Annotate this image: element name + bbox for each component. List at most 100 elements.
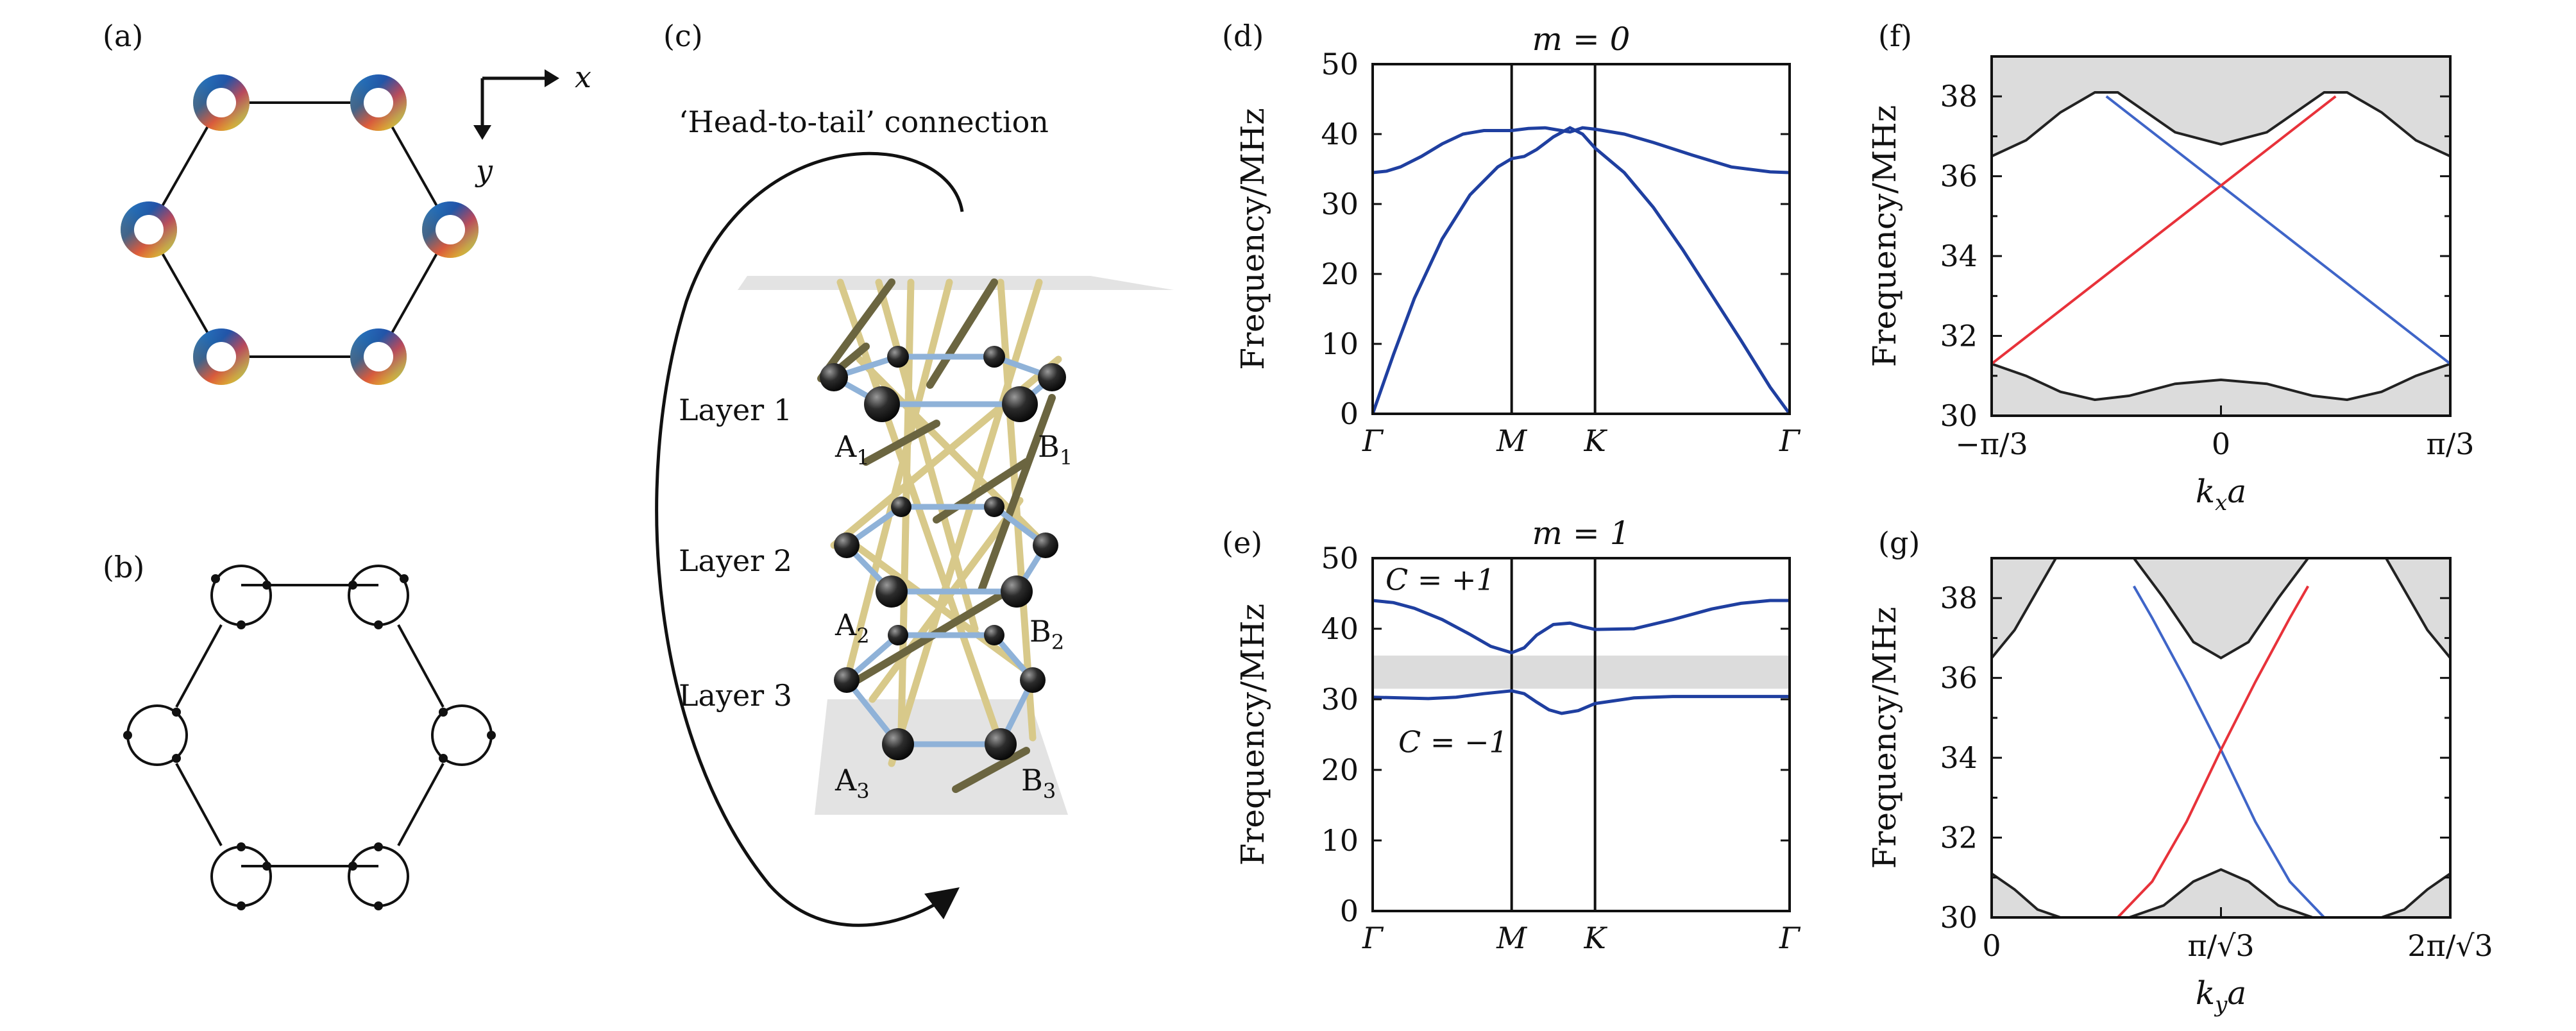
coupler-dots-b: [123, 574, 496, 910]
band-line-1: [1372, 599, 1790, 655]
site-label-b1: B1: [1038, 429, 1072, 470]
y-axis-label-a: y: [475, 153, 493, 188]
y-tick-label: 38: [1940, 79, 1978, 114]
y-tick-label: 32: [1940, 319, 1978, 354]
band-line-2: [1371, 126, 1792, 415]
band-line-1: [1372, 126, 1790, 175]
hexagon-lattice-a: [148, 101, 452, 358]
x-tick-label: Γ: [1362, 423, 1384, 458]
x-tick-label: M: [1496, 423, 1528, 458]
x-tick-label: π/√3: [2187, 928, 2254, 963]
lower-bulk-region: [1992, 364, 2450, 416]
top-plane: [738, 276, 1174, 290]
x-tick-label: π/3: [2427, 427, 2475, 461]
layer-label-2: Layer 2: [679, 543, 792, 578]
y-tick-label: 32: [1940, 821, 1978, 855]
layer-label-3: Layer 3: [679, 678, 792, 713]
edge-state-red: [2117, 585, 2310, 919]
y-axis-label: Frequency/MHz: [1866, 105, 1903, 367]
x-tick-label: Γ: [1362, 921, 1384, 955]
panel-label-d: (d): [1222, 19, 1264, 53]
x-tick-label: K: [1583, 921, 1607, 955]
y-tick-label: 20: [1321, 753, 1359, 787]
panel-label-a: (a): [103, 19, 143, 53]
y-tick-label: 38: [1940, 581, 1978, 615]
y-tick-label: 10: [1321, 327, 1359, 361]
edge-state-red: [1990, 95, 2337, 365]
bottom-plane: [815, 699, 1068, 815]
upper-bulk-region: [1992, 56, 2450, 157]
y-tick-label: 30: [1940, 398, 1978, 433]
ring-site: [121, 201, 177, 258]
ring-site: [193, 328, 250, 385]
y-tick-label: 0: [1340, 894, 1359, 928]
upper-bulk-region: [1992, 558, 2450, 658]
panel-label-b: (b): [103, 550, 144, 584]
ring-site: [422, 201, 479, 258]
y-axis-label: Frequency/MHz: [1234, 604, 1271, 865]
y-tick-label: 34: [1940, 239, 1978, 273]
coupler-rings-b: [126, 565, 493, 907]
x-tick-label: −π/3: [1955, 427, 2028, 461]
x-axis-label: kya: [2196, 975, 2246, 1018]
panel-label-c: (c): [663, 19, 703, 53]
site-label-b2: B2: [1030, 614, 1064, 654]
ring-sites-a: [121, 74, 479, 385]
y-tick-label: 30: [1940, 900, 1978, 935]
x-tick-label: Γ: [1779, 921, 1801, 955]
panel-label-e: (e): [1222, 525, 1262, 560]
upper-bulk-edge: [1991, 91, 2451, 158]
y-tick-label: 30: [1321, 187, 1359, 221]
plot-frame: [1371, 63, 1791, 415]
chart-e: 0 10 20 30 40 50Γ M K Γm = 1 Frequency/MHz C = +1 C…: [1234, 515, 1801, 955]
y-tick-label: 40: [1321, 117, 1359, 151]
chart-d: 0 10 20 30 40 50Γ M K Γm = 0 Frequency/MHz: [1234, 21, 1801, 458]
x-tick-label: Γ: [1779, 423, 1801, 458]
chart-title: m = 0: [1532, 21, 1631, 58]
x-tick-label: M: [1496, 921, 1528, 955]
chart-title: m = 1: [1532, 515, 1631, 552]
axis-arrows-a: [473, 69, 559, 140]
x-axis-label-a: x: [575, 60, 591, 94]
x-tick-label: 0: [2212, 427, 2230, 461]
hexagon-lattice-b: [175, 584, 445, 867]
y-tick-label: 50: [1321, 541, 1359, 575]
y-tick-label: 50: [1321, 47, 1359, 81]
panel-c: (c) ‘Head-to-tail’ connection: [655, 19, 1174, 927]
chern-label-lower: C = −1: [1398, 725, 1508, 760]
panel-a: (a) x y: [103, 19, 591, 385]
band-gap: [1373, 655, 1790, 689]
site-label-a3: A3: [835, 763, 870, 803]
panel-label-g: (g): [1878, 525, 1920, 560]
edge-state-blue: [2105, 95, 2452, 365]
y-tick-label: 36: [1940, 159, 1978, 194]
site-label-b3: B3: [1021, 763, 1056, 803]
y-axis-label: Frequency/MHz: [1866, 607, 1903, 869]
ring-site: [193, 74, 250, 131]
site-label-a1: A1: [835, 429, 870, 470]
lower-bulk-edge: [1991, 362, 2451, 402]
y-tick-label: 34: [1940, 740, 1978, 775]
lower-bulk-edge: [1990, 868, 2452, 919]
chart-f: 30 32 34 36 38 −π/3 0 π/3 Frequency/MHz kxa: [1866, 55, 2475, 516]
sphere-sites: [820, 346, 1066, 760]
y-tick-label: 40: [1321, 611, 1359, 646]
panel-b: (b): [103, 550, 496, 910]
ring-site: [350, 328, 407, 385]
y-tick-label: 30: [1321, 682, 1359, 717]
y-tick-label: 20: [1321, 257, 1359, 291]
panel-label-f: (f): [1878, 19, 1912, 53]
y-axis-label: Frequency/MHz: [1234, 108, 1271, 370]
site-label-a2: A2: [835, 608, 870, 648]
y-tick-label: 36: [1940, 661, 1978, 695]
plot-frame: [1371, 557, 1791, 912]
y-tick-label: 0: [1340, 396, 1359, 431]
x-tick-label: 2π/√3: [2407, 928, 2493, 963]
chern-label-upper: C = +1: [1385, 563, 1495, 597]
y-tick-label: 10: [1321, 823, 1359, 858]
head-to-tail-arrow: [655, 151, 964, 927]
x-axis-label: kxa: [2196, 473, 2246, 516]
x-tick-label: K: [1583, 423, 1607, 458]
